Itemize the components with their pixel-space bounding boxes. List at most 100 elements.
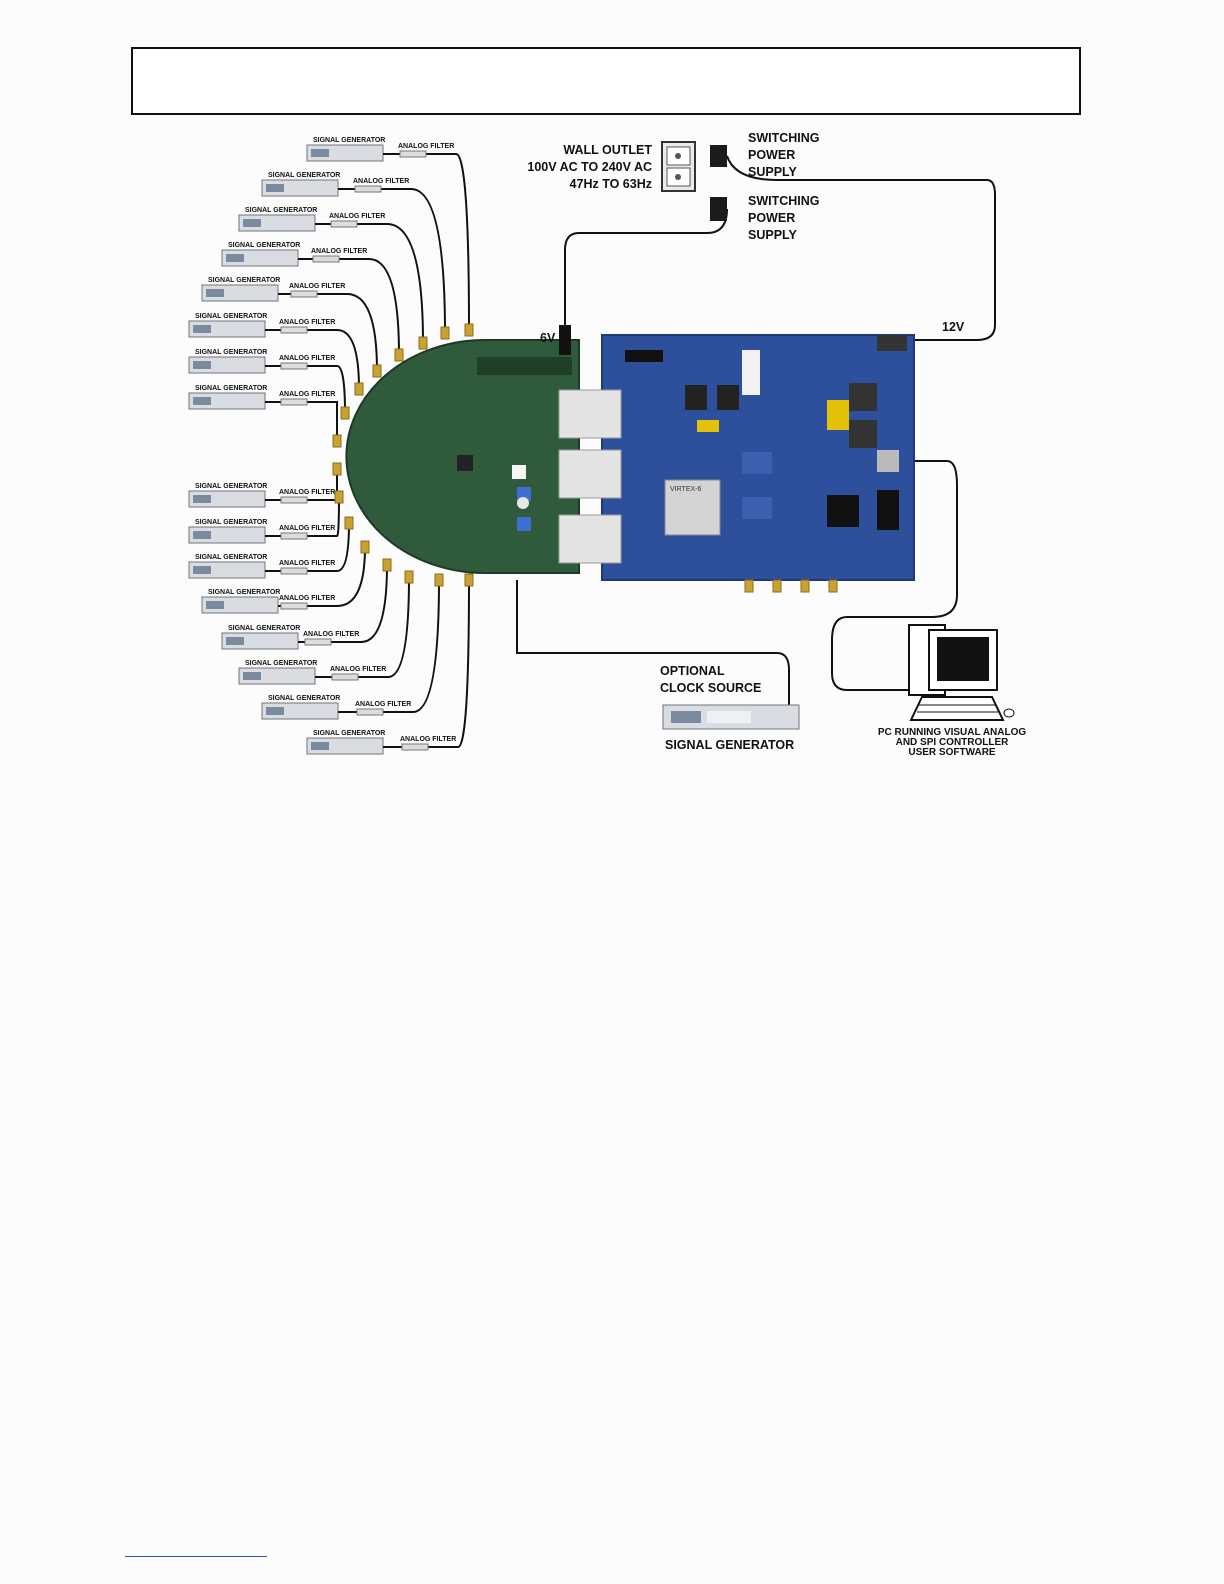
analog-filter-label: ANALOG FILTER	[279, 525, 335, 532]
analog-filter-label: ANALOG FILTER	[279, 319, 335, 326]
adc-chip	[457, 455, 473, 471]
sma-connector	[344, 516, 354, 530]
power-supply-2-label-3: SUPPLY	[748, 228, 798, 242]
analog-filter	[280, 532, 308, 540]
signal-generator-label: SIGNAL GENERATOR	[228, 625, 300, 632]
analog-filter	[280, 398, 308, 406]
sma-connector	[334, 490, 344, 504]
instrument-display	[206, 601, 224, 609]
instrument-display	[193, 325, 211, 333]
cable-6v	[564, 208, 728, 325]
instrument-display	[266, 707, 284, 715]
analog-filter	[356, 708, 384, 716]
cable	[357, 223, 424, 344]
sma-connector	[360, 540, 370, 554]
clock-source-label-2: CLOCK SOURCE	[660, 681, 761, 695]
cable	[307, 522, 350, 572]
cable	[381, 188, 446, 334]
wall-outlet	[661, 141, 696, 192]
wall-outlet-label-2: 100V AC TO 240V AC	[527, 160, 652, 174]
voltage-6v-label: 6V	[540, 331, 556, 345]
analog-filter	[401, 743, 429, 751]
cable-12v	[726, 155, 996, 341]
signal-chain: SIGNAL GENERATOR ANALOG FILTER	[188, 313, 364, 396]
sma-connector	[464, 323, 474, 337]
instrument-display	[266, 184, 284, 192]
signal-chain: SIGNAL GENERATOR ANALOG FILTER	[188, 516, 354, 579]
fpga-sma-connector	[800, 579, 810, 593]
power-supply-2-label-2: POWER	[748, 211, 795, 225]
signal-chain: SIGNAL GENERATOR ANALOG FILTER	[261, 573, 444, 720]
analog-filter-label: ANALOG FILTER	[303, 631, 359, 638]
sma-connector	[382, 558, 392, 572]
signal-generator-label: SIGNAL GENERATOR	[245, 207, 317, 214]
sma-connector	[440, 326, 450, 340]
power-plug-6v	[559, 325, 571, 355]
analog-filter-label: ANALOG FILTER	[355, 701, 411, 708]
instrument-display	[193, 531, 211, 539]
cable-clock	[516, 580, 790, 705]
header-box	[131, 47, 1081, 115]
analog-filter	[354, 185, 382, 193]
footer-rule	[125, 1556, 267, 1557]
pc-label-3: USER SOFTWARE	[908, 747, 996, 758]
analog-filter-label: ANALOG FILTER	[311, 248, 367, 255]
power-supply-1-label-2: POWER	[748, 148, 795, 162]
sma-connector	[464, 573, 474, 587]
clock-signal-generator	[662, 704, 800, 730]
cable	[331, 564, 388, 643]
instrument-display	[311, 149, 329, 157]
analog-filter-label: ANALOG FILTER	[279, 489, 335, 496]
analog-filter-label: ANALOG FILTER	[398, 143, 454, 150]
analog-filter	[290, 290, 318, 298]
signal-generator-label: SIGNAL GENERATOR	[313, 730, 385, 737]
clock-generator-label: SIGNAL GENERATOR	[665, 738, 794, 752]
signal-generator-label: SIGNAL GENERATOR	[195, 349, 267, 356]
signal-generator-label: SIGNAL GENERATOR	[195, 313, 267, 320]
power-supply-2-label-1: SWITCHING	[748, 194, 820, 208]
signal-chain: SIGNAL GENERATOR ANALOG FILTER	[238, 207, 428, 350]
analog-filter-label: ANALOG FILTER	[279, 355, 335, 362]
signal-generator-label: SIGNAL GENERATOR	[208, 589, 280, 596]
adc-evaluation-board	[345, 339, 587, 574]
analog-filter	[280, 362, 308, 370]
analog-filter-label: ANALOG FILTER	[353, 178, 409, 185]
analog-filter-label: ANALOG FILTER	[279, 595, 335, 602]
analog-filter-label: ANALOG FILTER	[329, 213, 385, 220]
cable	[307, 546, 366, 607]
instrument-display	[311, 742, 329, 750]
signal-generator-label: SIGNAL GENERATOR	[268, 172, 340, 179]
signal-generator-label: SIGNAL GENERATOR	[268, 695, 340, 702]
analog-filter-label: ANALOG FILTER	[279, 560, 335, 567]
analog-filter-label: ANALOG FILTER	[330, 666, 386, 673]
cable-usb	[831, 460, 958, 691]
cable-group	[307, 153, 996, 748]
signal-generator-label: SIGNAL GENERATOR	[195, 554, 267, 561]
cable	[307, 365, 346, 414]
board-connector	[558, 449, 622, 499]
signal-generator-label: SIGNAL GENERATOR	[208, 277, 280, 284]
instrument-display	[193, 495, 211, 503]
sma-connector	[332, 434, 342, 448]
cable	[358, 576, 410, 678]
analog-filter	[304, 638, 332, 646]
analog-filter	[330, 220, 358, 228]
cable	[307, 401, 338, 441]
power-adapter-2	[710, 197, 727, 221]
analog-filter	[280, 326, 308, 334]
pc-label-2: AND SPI CONTROLLER	[896, 737, 1010, 748]
wall-outlet-label-1: WALL OUTLET	[563, 143, 652, 157]
instrument-display	[193, 566, 211, 574]
board-connector	[558, 389, 622, 439]
cable	[426, 153, 470, 331]
analog-filter	[312, 255, 340, 263]
sma-connector	[354, 382, 364, 396]
analog-filter	[280, 496, 308, 504]
